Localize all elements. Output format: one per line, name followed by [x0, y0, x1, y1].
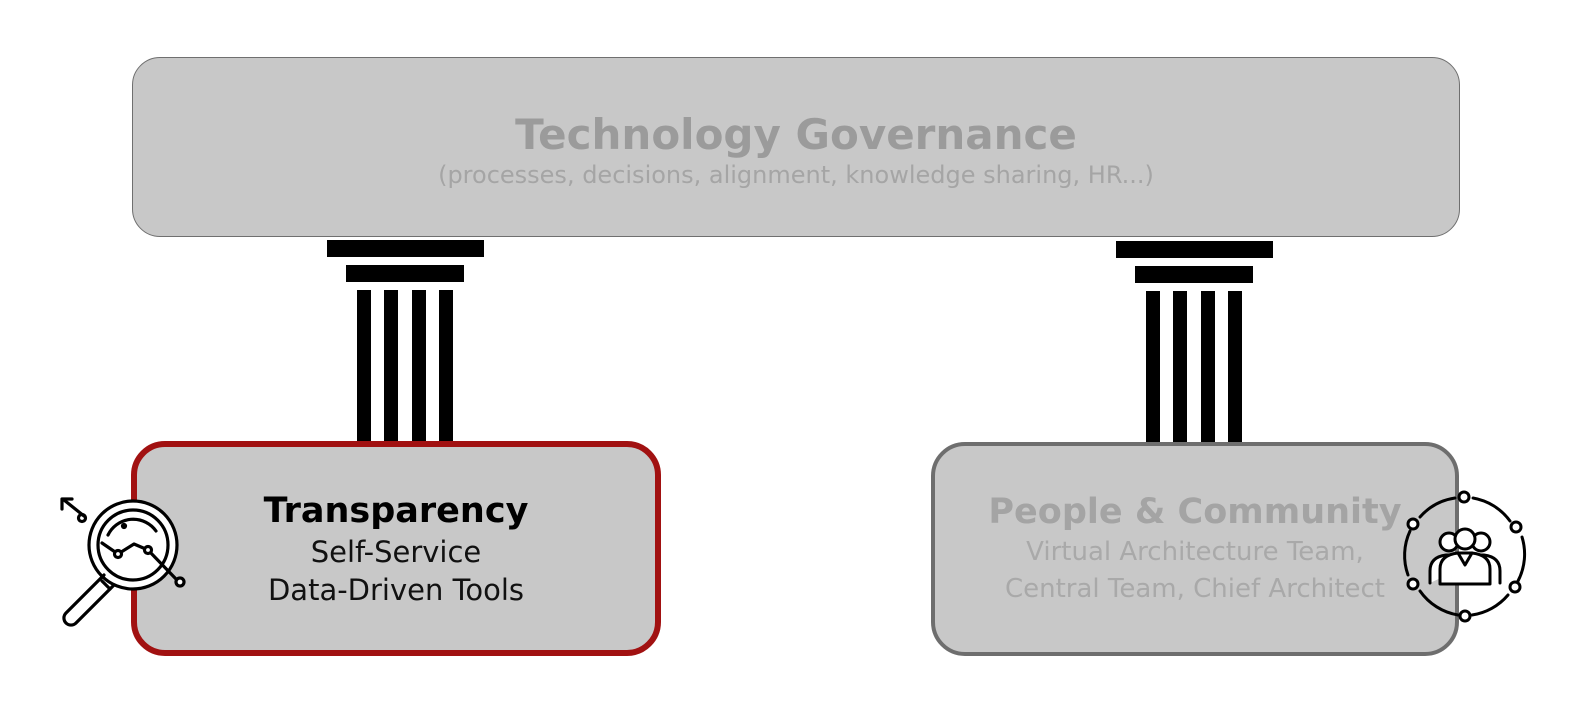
transparency-line-2: Data-Driven Tools	[267, 572, 525, 607]
pillar-right	[1116, 241, 1274, 447]
people-community-title: People & Community	[988, 492, 1402, 532]
governance-box: Technology Governance (processes, decisi…	[132, 57, 1460, 237]
transparency-title: Transparency	[263, 490, 529, 531]
transparency-box: Transparency Self-Service Data-Driven To…	[131, 441, 661, 656]
people-community-line-1: Virtual Architecture Team,	[1026, 537, 1364, 567]
people-community-box: People & Community Virtual Architecture …	[931, 442, 1459, 656]
transparency-line-1: Self-Service	[310, 534, 482, 569]
community-network-icon	[1400, 487, 1532, 627]
people-community-line-2: Central Team, Chief Architect	[1004, 574, 1386, 604]
governance-subtitle: (processes, decisions, alignment, knowle…	[438, 161, 1154, 189]
governance-title: Technology Governance	[515, 110, 1077, 159]
magnifier-analytics-icon	[52, 495, 187, 634]
pillar-left	[327, 240, 485, 446]
